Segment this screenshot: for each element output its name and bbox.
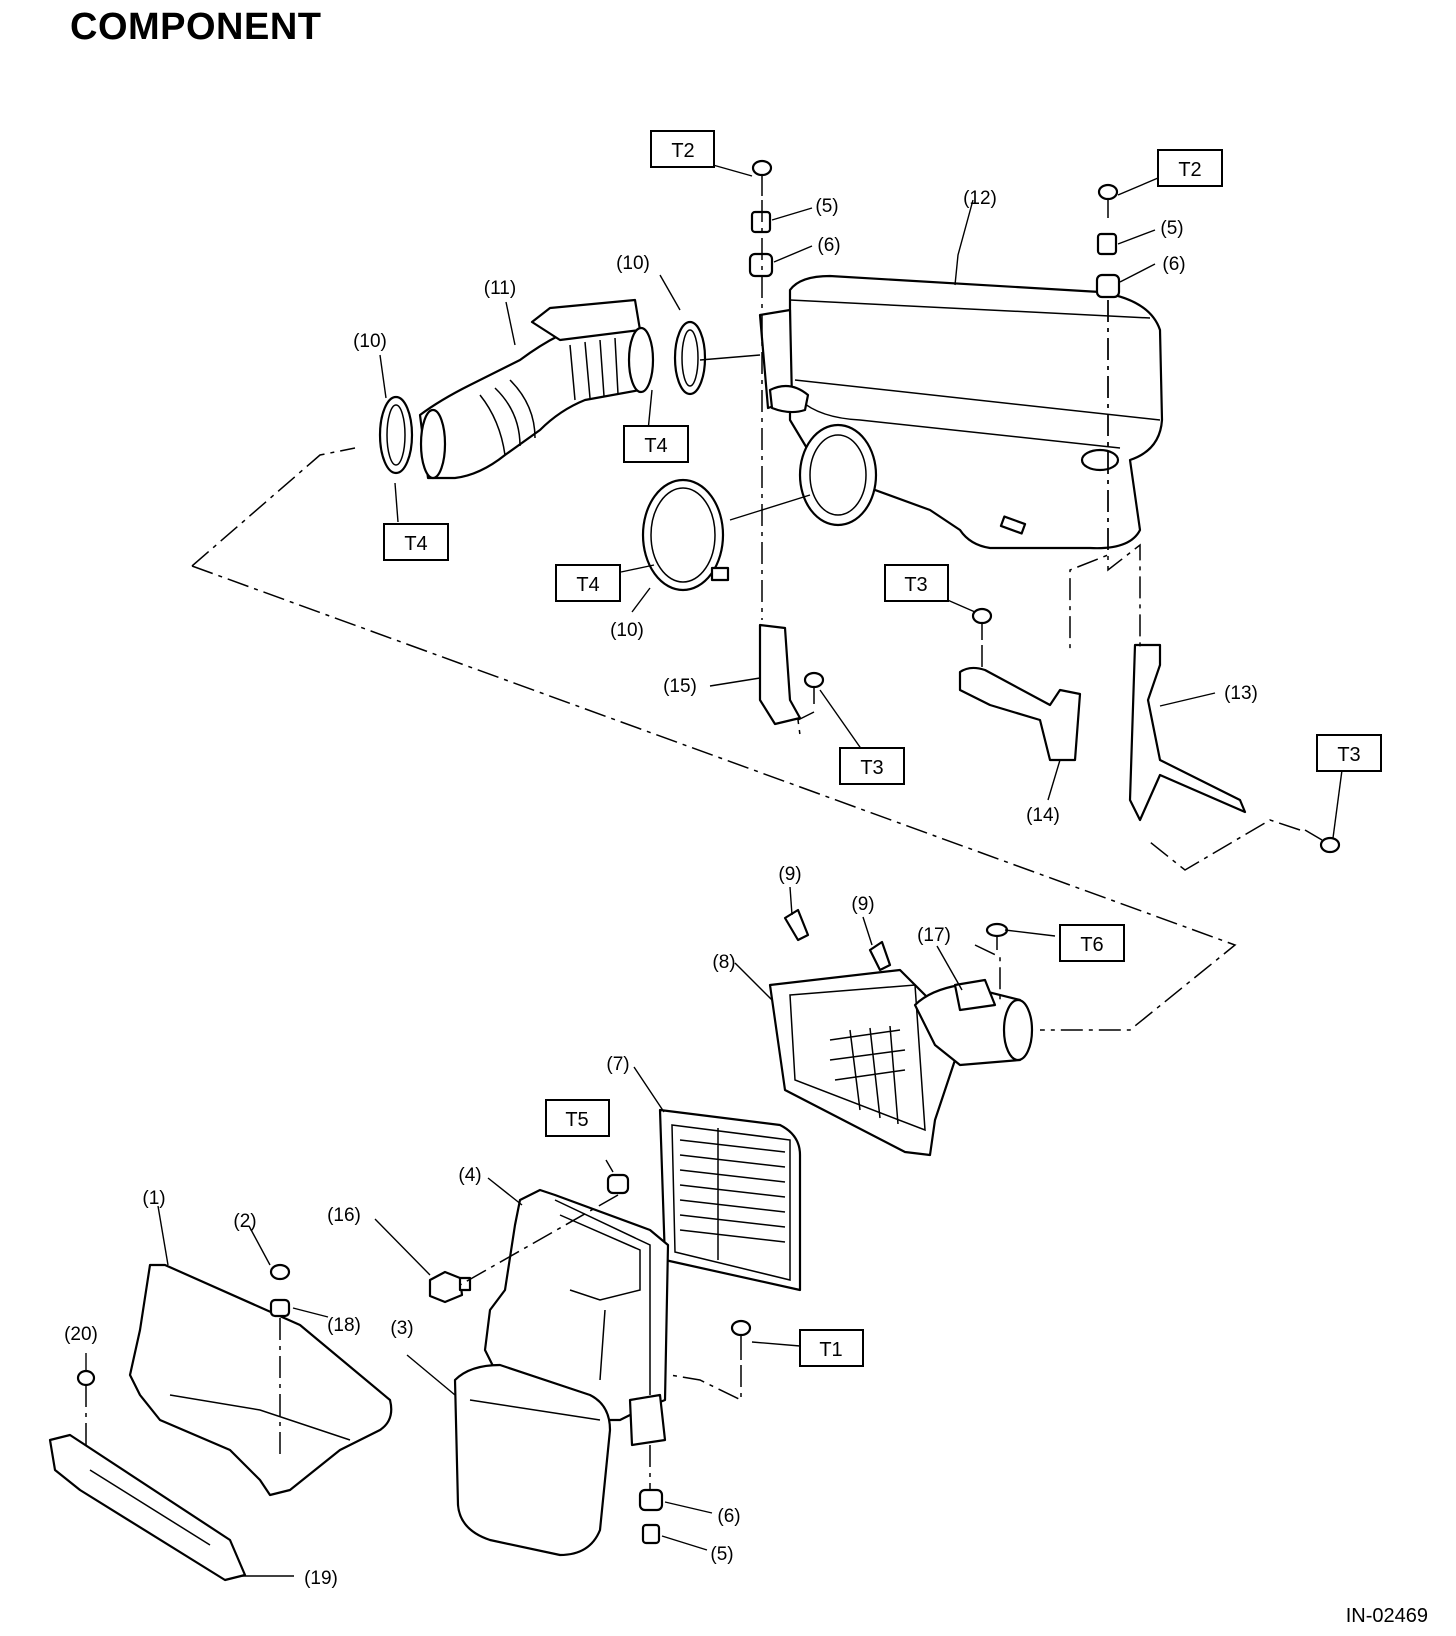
callout-9: (9) <box>851 894 874 915</box>
torque-label-t3: T3 <box>839 747 905 785</box>
support-bracket-part <box>48 1433 247 1582</box>
svg-text:T3: T3 <box>1337 744 1360 766</box>
callout-10: (10) <box>610 620 644 641</box>
callout-1: (1) <box>142 1188 165 1209</box>
page-title: COMPONENT <box>70 6 322 48</box>
sensor-part <box>428 1270 472 1304</box>
callout-6: (6) <box>717 1506 740 1527</box>
torque-label-t6: T6 <box>1059 924 1125 962</box>
torque-label-t4: T4 <box>555 564 621 602</box>
callout-4: (4) <box>458 1165 481 1186</box>
torque-label-t2: T2 <box>650 130 715 168</box>
callout-5: (5) <box>1160 218 1183 239</box>
callout-16: (16) <box>327 1205 361 1226</box>
svg-text:T3: T3 <box>860 757 883 779</box>
callout-5: (5) <box>710 1544 733 1565</box>
svg-text:T2: T2 <box>671 140 694 162</box>
callout-6: (6) <box>1162 254 1185 275</box>
torque-label-t4: T4 <box>623 425 689 463</box>
bracket-part <box>758 623 1247 822</box>
callout-6: (6) <box>817 235 840 256</box>
lower-case-part <box>453 1188 670 1557</box>
svg-text:T5: T5 <box>565 1109 588 1131</box>
torque-label-t3: T3 <box>1316 734 1382 772</box>
callout-12: (12) <box>963 188 997 209</box>
svg-text:T2: T2 <box>1178 159 1201 181</box>
side-cover-part <box>128 1263 393 1497</box>
svg-text:T4: T4 <box>404 533 427 555</box>
callout-3: (3) <box>390 1318 413 1339</box>
callout-18: (18) <box>327 1315 361 1336</box>
callout-7: (7) <box>606 1054 629 1075</box>
assembly-line <box>85 200 1301 1490</box>
callout-19: (19) <box>304 1568 338 1589</box>
air-intake-duct-part <box>418 298 655 480</box>
svg-text:T4: T4 <box>644 435 667 457</box>
figure-code: IN-02469 <box>1345 1605 1428 1627</box>
hose-clamp-part <box>378 320 730 592</box>
callout-10: (10) <box>616 253 650 274</box>
torque-label-t5: T5 <box>545 1099 610 1137</box>
callout-14: (14) <box>1026 805 1060 826</box>
torque-label-t2: T2 <box>1157 149 1223 187</box>
leader-line <box>85 164 1343 1577</box>
callout-9: (9) <box>778 864 801 885</box>
bolt-part <box>76 159 1341 1545</box>
callout-20: (20) <box>64 1324 98 1345</box>
svg-text:T1: T1 <box>819 1339 842 1361</box>
svg-text:T3: T3 <box>904 574 927 596</box>
callout-5: (5) <box>815 196 838 217</box>
filter-housing-upper-part <box>768 968 1034 1157</box>
callout-13: (13) <box>1224 683 1258 704</box>
callout-11: (11) <box>484 278 516 299</box>
callout-2: (2) <box>233 1211 256 1232</box>
torque-label-t4: T4 <box>383 523 449 561</box>
torque-label-t3: T3 <box>884 564 949 602</box>
callout-17: (17) <box>917 925 951 946</box>
torque-label-t1: T1 <box>799 1329 864 1367</box>
filter-element-part <box>658 1108 802 1292</box>
callout-10: (10) <box>353 331 387 352</box>
upper-case-part <box>758 274 1164 550</box>
svg-text:T6: T6 <box>1080 934 1103 956</box>
callout-8: (8) <box>712 952 735 973</box>
svg-text:T4: T4 <box>576 574 599 596</box>
callout-15: (15) <box>663 676 697 697</box>
